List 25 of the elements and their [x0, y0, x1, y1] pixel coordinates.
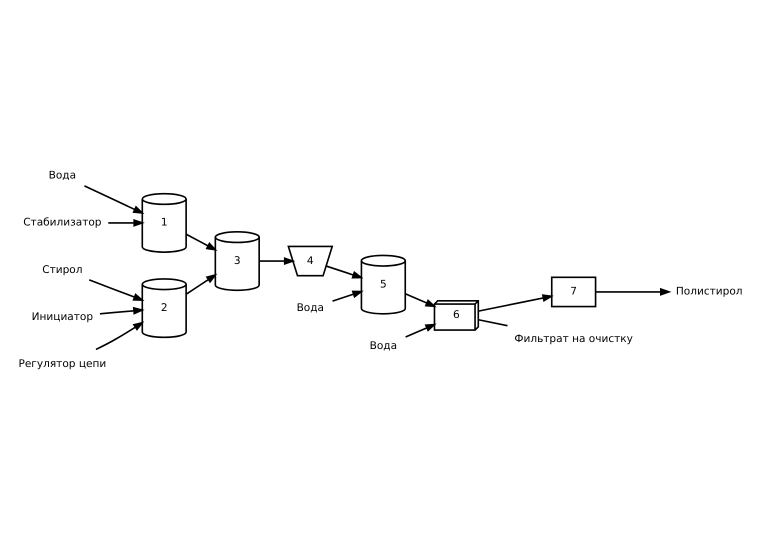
- arrow: [478, 294, 554, 312]
- arrow: [405, 323, 437, 338]
- arrow: [332, 290, 364, 302]
- arrow: [100, 306, 145, 314]
- node-text: Регулятор цепи: [18, 357, 106, 370]
- node-text: Стирол: [42, 263, 82, 276]
- arrow: [108, 218, 145, 226]
- arrow: [596, 287, 672, 296]
- arrow: [186, 273, 218, 294]
- arrow: [260, 256, 296, 265]
- node-text: Вода: [370, 340, 398, 352]
- node-text: Инициатор: [32, 310, 94, 322]
- node-text: Вода: [48, 169, 76, 182]
- arrow: [88, 278, 144, 300]
- arrow: [84, 184, 144, 214]
- node-text: Фильтрат на очистку: [514, 332, 633, 344]
- arrow: [326, 264, 364, 278]
- node-box: 7: [550, 276, 596, 307]
- node-text: Стабилизатор: [23, 216, 102, 228]
- node-text: Полистирол: [676, 285, 743, 298]
- arrow: [186, 233, 218, 250]
- arrow: [96, 320, 144, 350]
- connector: [478, 318, 508, 326]
- arrow: [405, 292, 437, 307]
- node-text: Вода: [296, 301, 324, 314]
